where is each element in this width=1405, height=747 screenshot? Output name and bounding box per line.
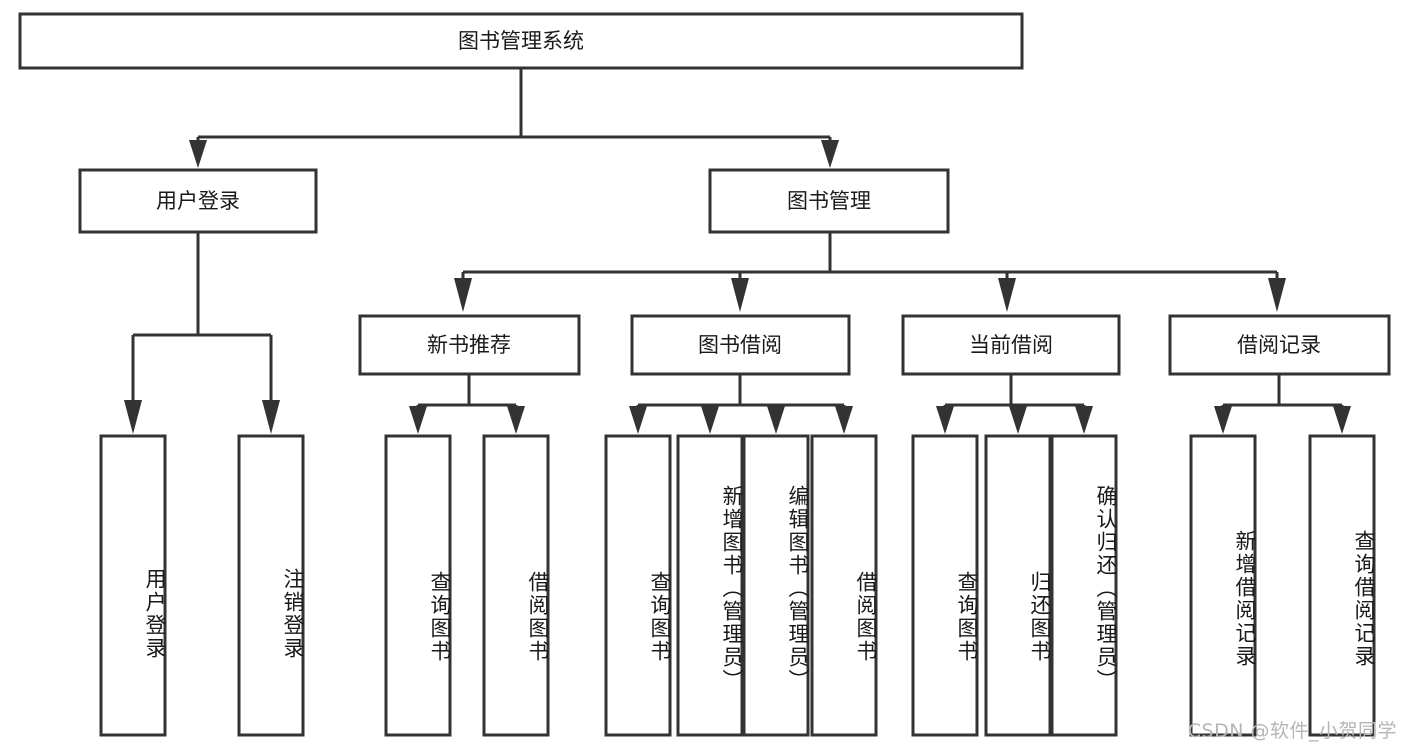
arrow-icon-bb-leaf-4 bbox=[835, 406, 853, 434]
arrow-icon-to-new-book-recommend bbox=[454, 278, 472, 312]
node-book-management-box[interactable] bbox=[708, 168, 950, 234]
arrow-icon-leaf-user-login bbox=[124, 400, 142, 434]
node-book-borrow-label: 图书借阅 bbox=[698, 333, 782, 357]
connector-group-new-book-recommend-to-leaves bbox=[409, 374, 525, 434]
leaf-box-bb-borrow-book[interactable] bbox=[810, 434, 878, 737]
arrow-icon-cb-leaf-2 bbox=[1009, 406, 1027, 434]
arrow-icon-leaf-logout-login bbox=[262, 400, 280, 434]
arrow-icon-bb-leaf-3 bbox=[767, 406, 785, 434]
leaf-box-br-add-record[interactable] bbox=[1189, 434, 1257, 737]
arrow-icon-br-leaf-2 bbox=[1333, 406, 1351, 434]
arrow-icon-cb-leaf-3 bbox=[1075, 406, 1093, 434]
leaf-box-cb-confirm-return-admin[interactable] bbox=[1050, 434, 1118, 737]
arrow-icon-bb-leaf-1 bbox=[629, 406, 647, 434]
node-user-login[interactable]: 用户登录 bbox=[78, 168, 318, 234]
node-user-login-box[interactable] bbox=[78, 168, 318, 234]
node-borrow-record-label: 借阅记录 bbox=[1237, 333, 1321, 357]
connector-group-user-login-to-leaves bbox=[124, 232, 280, 434]
arrow-icon-nbr-leaf-1 bbox=[409, 406, 427, 434]
node-new-book-recommend-box[interactable] bbox=[358, 314, 581, 376]
connector-group-current-borrow-to-leaves bbox=[936, 374, 1093, 434]
leaf-box-cb-query-book[interactable] bbox=[911, 434, 979, 737]
connector-group-book-borrow-to-leaves bbox=[629, 374, 853, 434]
node-borrow-record-box[interactable] bbox=[1168, 314, 1391, 376]
arrow-icon-br-leaf-1 bbox=[1214, 406, 1232, 434]
arrow-icon-cb-leaf-1 bbox=[936, 406, 954, 434]
leaf-box-br-query-record[interactable] bbox=[1308, 434, 1376, 737]
leaf-box-bb-edit-book-admin[interactable] bbox=[742, 434, 810, 737]
node-user-login-label: 用户登录 bbox=[156, 189, 240, 213]
node-root-system[interactable]: 图书管理系统 bbox=[18, 12, 1024, 70]
leaf-box-bb-add-book-admin[interactable] bbox=[676, 434, 744, 737]
node-root-system-label: 图书管理系统 bbox=[458, 29, 584, 53]
leaf-box-cb-return-book[interactable] bbox=[984, 434, 1052, 737]
arrow-icon-bb-leaf-2 bbox=[701, 406, 719, 434]
node-current-borrow-label: 当前借阅 bbox=[969, 333, 1053, 357]
arrow-icon-to-book-borrow bbox=[731, 278, 749, 312]
node-current-borrow-box[interactable] bbox=[901, 314, 1121, 376]
node-new-book-recommend[interactable]: 新书推荐 bbox=[358, 314, 581, 376]
connector-group-root-to-level2 bbox=[189, 68, 839, 168]
node-book-borrow-box[interactable] bbox=[630, 314, 851, 376]
node-borrow-record[interactable]: 借阅记录 bbox=[1168, 314, 1391, 376]
arrow-icon-to-user-login bbox=[189, 140, 207, 168]
leaf-box-logout-login[interactable] bbox=[237, 434, 305, 737]
node-book-borrow[interactable]: 图书借阅 bbox=[630, 314, 851, 376]
leaf-box-user-login[interactable] bbox=[99, 434, 167, 737]
arrow-icon-to-borrow-record bbox=[1268, 278, 1286, 312]
arrow-icon-to-current-borrow bbox=[998, 278, 1016, 312]
arrow-icon-nbr-leaf-2 bbox=[507, 406, 525, 434]
leaf-box-nbr-borrow-book[interactable] bbox=[482, 434, 550, 737]
node-new-book-recommend-label: 新书推荐 bbox=[427, 333, 511, 357]
node-book-management-label: 图书管理 bbox=[787, 189, 871, 213]
connector-group-book-management-to-level3 bbox=[454, 232, 1286, 312]
connector-group-borrow-record-to-leaves bbox=[1214, 374, 1351, 434]
leaf-box-bb-query-book[interactable] bbox=[604, 434, 672, 737]
arrow-icon-to-book-management bbox=[821, 140, 839, 168]
leaf-box-nbr-query-book[interactable] bbox=[384, 434, 452, 737]
node-current-borrow[interactable]: 当前借阅 bbox=[901, 314, 1121, 376]
node-root-system-box[interactable] bbox=[18, 12, 1024, 70]
csdn-watermark: CSDN @软件_小贺同学 bbox=[1187, 720, 1397, 742]
node-book-management[interactable]: 图书管理 bbox=[708, 168, 950, 234]
